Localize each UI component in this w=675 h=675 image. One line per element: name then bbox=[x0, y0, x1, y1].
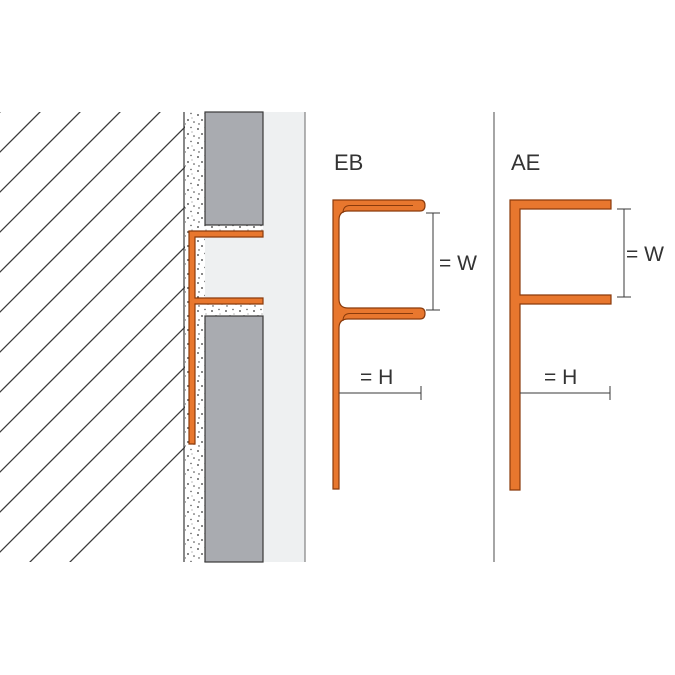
profile-ae-label: AE bbox=[511, 150, 540, 175]
installed-profile bbox=[188, 230, 264, 445]
adhesive-bed-bottom-gap bbox=[205, 304, 263, 316]
wall-cross-section bbox=[0, 111, 306, 563]
grout-area bbox=[263, 112, 305, 562]
profile-ae-height-dimension bbox=[520, 386, 611, 400]
profile-eb-height-label: = H bbox=[360, 366, 393, 389]
profile-eb-label: EB bbox=[334, 150, 363, 175]
upper-tile bbox=[204, 111, 264, 226]
masonry-wall-hatch bbox=[0, 112, 185, 562]
lower-tile bbox=[204, 315, 264, 563]
profile-eb-width-dimension bbox=[426, 212, 440, 311]
profile-eb-height-dimension bbox=[339, 386, 422, 400]
profile-eb-width-label: = W bbox=[439, 252, 477, 275]
profile-eb-shape bbox=[332, 199, 426, 490]
profile-ae: AE = W = H bbox=[509, 150, 664, 491]
profile-eb: EB = W = H bbox=[332, 150, 477, 490]
profile-ae-width-label: = W bbox=[626, 243, 664, 266]
profile-eb-inner-fold bbox=[342, 205, 413, 322]
profile-ae-width-dimension bbox=[617, 208, 631, 298]
joint-gap bbox=[205, 237, 263, 304]
profile-ae-shape bbox=[509, 199, 612, 491]
profile-ae-height-label: = H bbox=[544, 366, 577, 389]
